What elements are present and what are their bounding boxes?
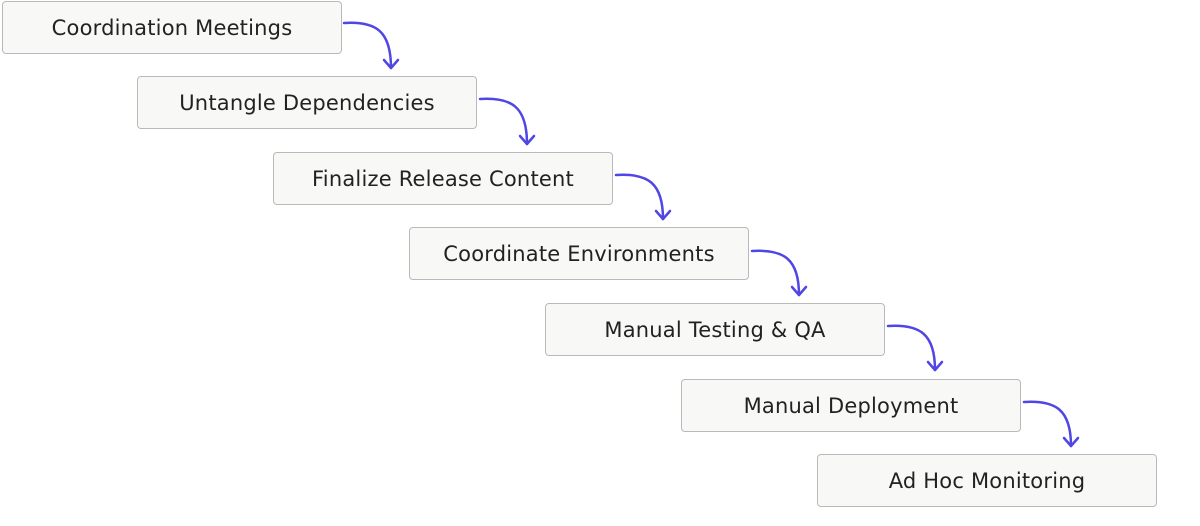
step-coordinate-environments: Coordinate Environments [409,227,749,280]
curved-arrow-down-right-icon [478,97,529,146]
arrowhead-icon [654,209,672,221]
step-manual-testing-qa: Manual Testing & QA [545,303,885,356]
step-ad-hoc-monitoring: Ad Hoc Monitoring [817,454,1157,507]
step-label: Untangle Dependencies [179,90,435,115]
curved-arrow-down-right-icon [614,173,665,221]
arrowhead-icon [926,360,944,372]
step-finalize-release-content: Finalize Release Content [273,152,613,205]
curved-arrow-down-right-icon [342,21,393,70]
arrowhead-icon [518,134,536,146]
step-label: Manual Deployment [743,393,959,418]
step-label: Coordination Meetings [51,15,293,40]
arrowhead-icon [790,285,808,297]
curved-arrow-down-right-icon [886,324,937,372]
step-label: Manual Testing & QA [604,317,826,342]
step-label: Ad Hoc Monitoring [888,468,1086,493]
step-label: Finalize Release Content [312,166,574,191]
arrowhead-icon [1062,436,1080,448]
arrowhead-icon [382,58,400,70]
step-coordination-meetings: Coordination Meetings [2,1,342,54]
step-manual-deployment: Manual Deployment [681,379,1021,432]
curved-arrow-down-right-icon [1022,400,1073,448]
curved-arrow-down-right-icon [750,249,801,297]
step-label: Coordinate Environments [443,241,715,266]
step-untangle-dependencies: Untangle Dependencies [137,76,477,129]
